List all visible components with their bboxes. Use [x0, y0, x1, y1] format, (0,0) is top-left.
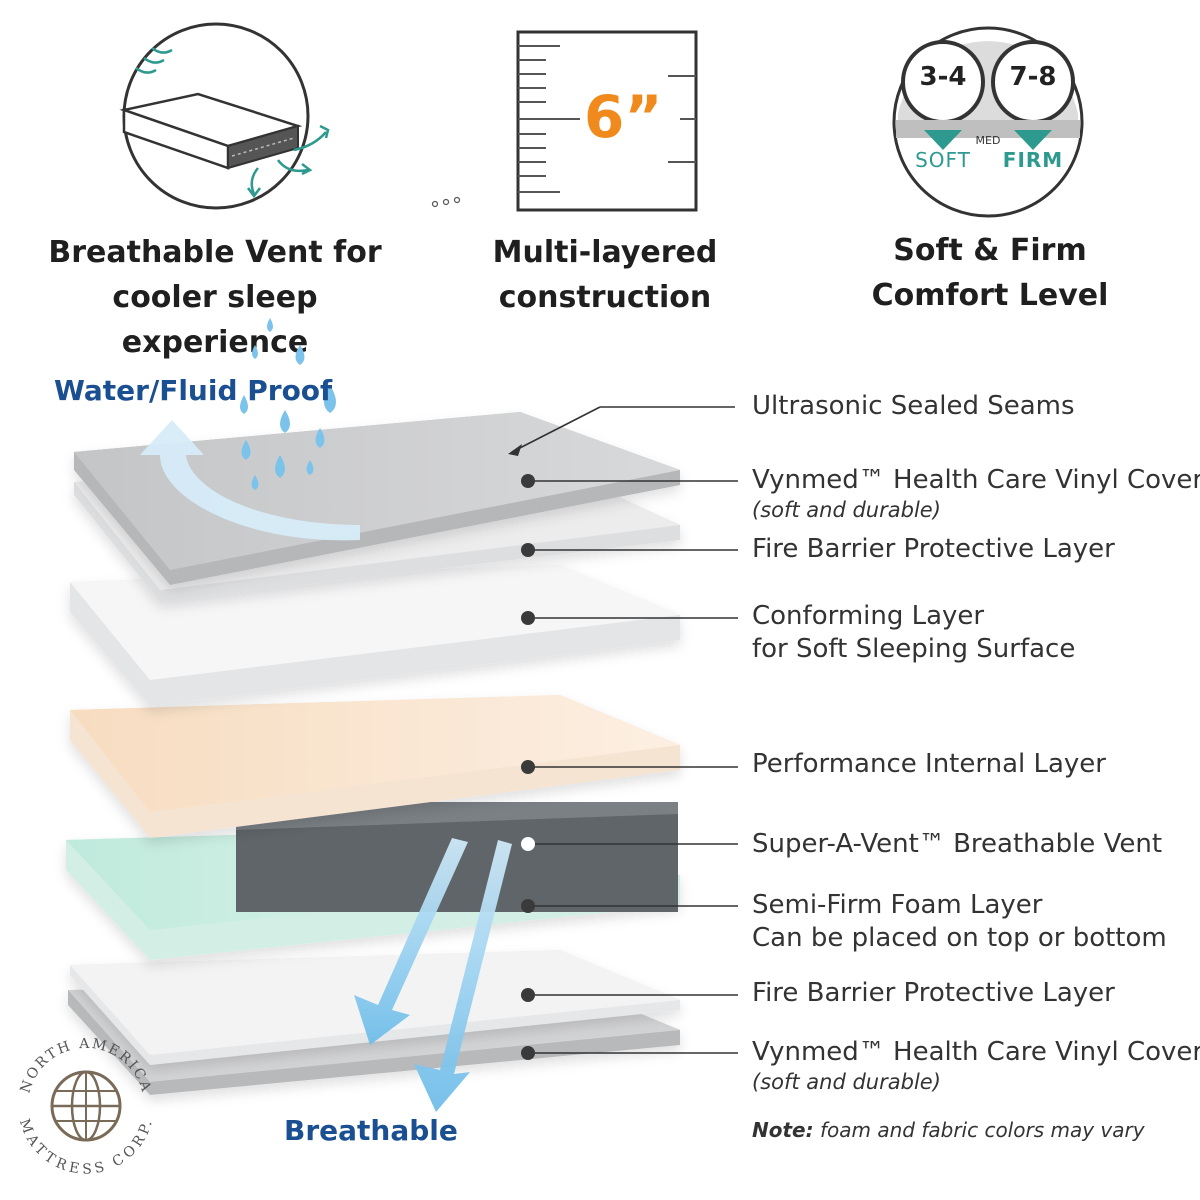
- callout-text: Fire Barrier Protective Layer: [752, 978, 1115, 1008]
- water-proof-label: Water/Fluid Proof: [54, 374, 333, 407]
- layer-stack-diagram: NORTH AMERICA MATTRESS CORP.: [16, 318, 738, 1178]
- callout-text: Fire Barrier Protective Layer: [752, 534, 1115, 564]
- callout-subtext: (soft and durable): [752, 498, 941, 522]
- breathable-arrow-right-icon: [414, 840, 512, 1112]
- soft-value: 3-4: [919, 62, 967, 92]
- firm-value: 7-8: [1009, 62, 1057, 92]
- layer-performance-internal: [70, 695, 680, 838]
- leader-dots: [521, 474, 535, 1060]
- color-note: Note: foam and fabric colors may vary: [752, 1118, 1145, 1142]
- callout-super-a-vent: Super-A-Vent™ Breathable Vent: [752, 828, 1162, 861]
- comfort-dial-icon: [892, 26, 1084, 218]
- feature-title-line2: cooler sleep experience: [112, 280, 318, 360]
- callout-performance-layer: Performance Internal Layer: [752, 748, 1106, 781]
- feature-title-line2: construction: [498, 280, 712, 315]
- callout-subtext: (soft and durable): [752, 1070, 941, 1094]
- mattress-vent-icon: [119, 22, 330, 210]
- feature-title-line1: Multi-layered: [492, 235, 718, 270]
- feature-title-vent: Breathable Vent for cooler sleep experie…: [30, 230, 400, 365]
- firm-label: FIRM: [1002, 148, 1064, 172]
- callout-top-fire-barrier: Fire Barrier Protective Layer: [752, 533, 1115, 566]
- arrowhead-icon: [508, 444, 522, 456]
- feature-title-layers: Multi-layered construction: [440, 230, 770, 320]
- callout-text: Ultrasonic Sealed Seams: [752, 391, 1075, 421]
- callout-bottom-fire-barrier: Fire Barrier Protective Layer: [752, 977, 1115, 1010]
- water-drops-icon: [240, 318, 336, 490]
- note-text: foam and fabric colors may vary: [813, 1118, 1145, 1142]
- feature-title-line2: Comfort Level: [871, 278, 1109, 313]
- callout-text: Vynmed™ Health Care Vinyl Cover: [752, 465, 1200, 495]
- callout-top-vinyl-cover: Vynmed™ Health Care Vinyl Cover (soft an…: [752, 464, 1200, 523]
- callout-conforming-layer: Conforming Layer for Soft Sleeping Surfa…: [752, 600, 1075, 666]
- leader-lines: [511, 406, 738, 1054]
- callout-text: Conforming Layer: [752, 601, 985, 631]
- callout-text: Performance Internal Layer: [752, 749, 1106, 779]
- ruler-icon: [516, 30, 698, 212]
- breathable-label: Breathable: [284, 1114, 458, 1147]
- feature-title-comfort: Soft & Firm Comfort Level: [840, 228, 1140, 318]
- dots-decoration: [431, 196, 461, 208]
- callout-semi-firm-foam: Semi-Firm Foam Layer Can be placed on to…: [752, 889, 1167, 955]
- soft-label: SOFT: [915, 148, 971, 172]
- callout-ultrasonic-seams: Ultrasonic Sealed Seams: [752, 390, 1075, 423]
- callout-text-line2: Can be placed on top or bottom: [752, 923, 1167, 953]
- measure-label: 6”: [584, 83, 663, 151]
- layer-top-vinyl-cover: [74, 412, 680, 585]
- water-arrow-icon: [140, 420, 360, 541]
- callout-text: Super-A-Vent™ Breathable Vent: [752, 829, 1163, 859]
- callout-text: Semi-Firm Foam Layer: [752, 890, 1043, 920]
- note-prefix: Note:: [752, 1118, 814, 1142]
- feature-title-line1: Soft & Firm: [893, 233, 1087, 268]
- med-label: MED: [975, 134, 1001, 147]
- callout-bottom-vinyl-cover: Vynmed™ Health Care Vinyl Cover (soft an…: [752, 1036, 1200, 1095]
- breathable-arrow-left-icon: [354, 838, 468, 1045]
- callout-text: Vynmed™ Health Care Vinyl Cover: [752, 1037, 1200, 1067]
- callout-text-line2: for Soft Sleeping Surface: [752, 634, 1076, 664]
- feature-title-line1: Breathable Vent for: [48, 235, 382, 270]
